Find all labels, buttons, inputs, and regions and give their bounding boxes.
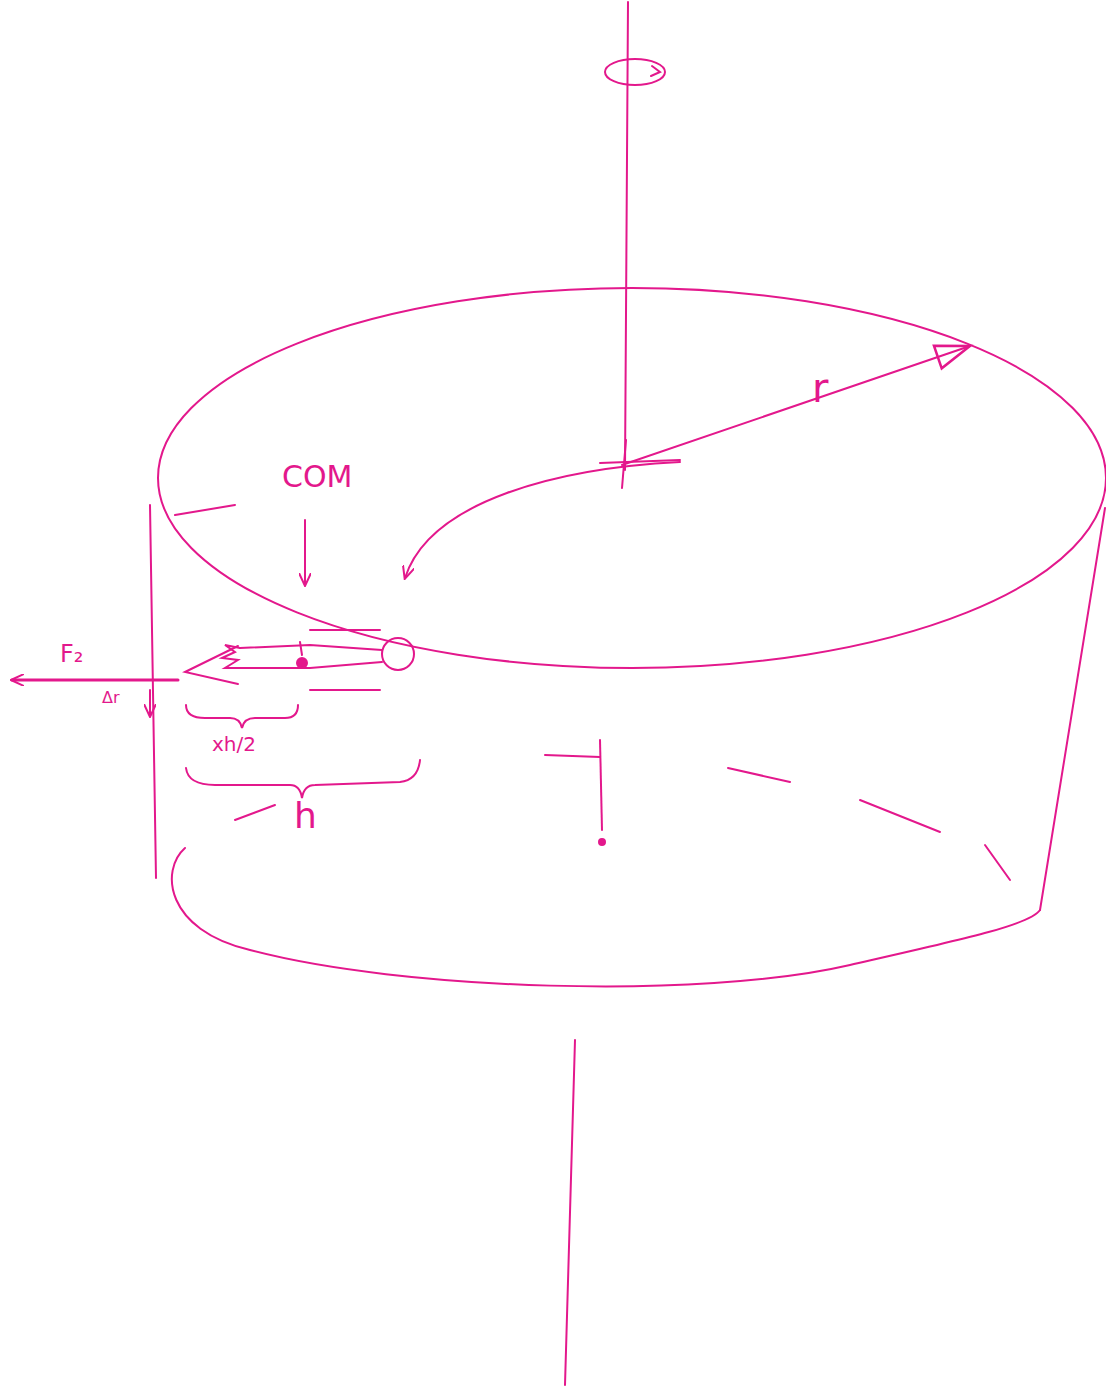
interior-stroke — [985, 845, 1010, 880]
radius-arrow — [622, 346, 970, 465]
rotation-sign-head — [651, 66, 660, 76]
cylinder-side — [150, 505, 156, 878]
axis-dot — [599, 839, 605, 845]
brace — [186, 760, 420, 798]
height-label: h — [294, 798, 317, 834]
hidden-axis — [600, 740, 602, 830]
cylinder-side — [1040, 508, 1105, 910]
radius-label: r — [812, 368, 828, 408]
cylinder-bottom — [172, 848, 1040, 986]
interior-stroke — [235, 805, 275, 820]
rotation-axis — [565, 1040, 575, 1385]
delta-r-label: Δr — [102, 690, 120, 706]
rotation-arrow — [405, 462, 680, 578]
force-label: F₂ — [60, 642, 83, 666]
interior-stroke — [728, 768, 790, 782]
interior-stroke — [545, 755, 600, 757]
interior-stroke — [175, 505, 235, 515]
rotation-sign — [605, 59, 665, 85]
com-pointer — [304, 520, 306, 585]
rotation-axis — [625, 2, 628, 470]
cylinder-top — [158, 288, 1106, 668]
force-arrow — [12, 679, 178, 682]
dimension-label: xh/2 — [212, 734, 256, 754]
interior-stroke — [860, 800, 940, 832]
person-figure — [185, 630, 414, 690]
delta-r-arrow — [149, 690, 151, 716]
com-label: COM — [282, 462, 352, 492]
brace — [186, 705, 298, 728]
